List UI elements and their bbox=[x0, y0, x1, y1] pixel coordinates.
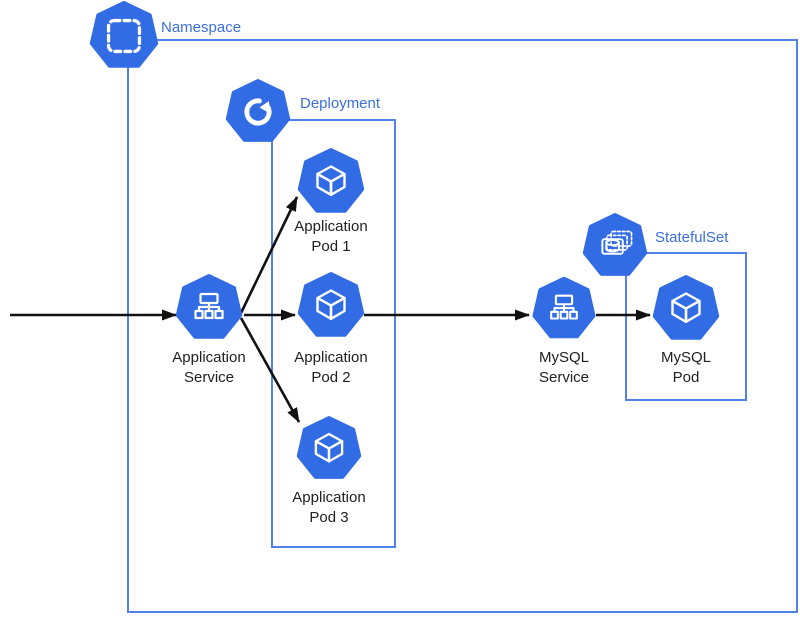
label-line: Pod 1 bbox=[311, 238, 351, 255]
namespace-box bbox=[127, 39, 798, 613]
label-line: Application bbox=[294, 349, 368, 366]
deployment-label: Deployment bbox=[300, 95, 381, 112]
deployment-icon bbox=[225, 79, 291, 142]
label-line: Application bbox=[292, 489, 366, 506]
service-icon bbox=[175, 274, 243, 339]
label-line: Pod bbox=[672, 369, 700, 386]
pod-icon bbox=[652, 275, 720, 340]
label-line: Application bbox=[294, 218, 368, 235]
label-line: Application bbox=[172, 349, 246, 366]
pod-icon bbox=[296, 416, 362, 479]
label-line: Service bbox=[538, 369, 590, 386]
statefulset-icon bbox=[582, 213, 648, 276]
statefulset-box bbox=[625, 252, 747, 401]
app-pod-1-label: Application Pod 1 bbox=[266, 217, 396, 257]
label-line: Pod 3 bbox=[309, 509, 349, 526]
service-icon bbox=[532, 276, 596, 339]
app-pod-3-label: Application Pod 3 bbox=[264, 488, 394, 528]
pod-icon bbox=[297, 148, 365, 213]
deployment-box bbox=[271, 119, 396, 548]
edge-app-service-to-pod-1 bbox=[239, 196, 299, 314]
label-line: Pod 2 bbox=[311, 369, 351, 386]
label-line: MySQL bbox=[660, 349, 711, 366]
mysql-pod-label: MySQL Pod bbox=[621, 348, 751, 388]
namespace-icon bbox=[92, 3, 156, 66]
label-line: Service bbox=[183, 369, 235, 386]
statefulset-label: StatefulSet bbox=[655, 229, 729, 246]
app-service-label: Application Service bbox=[144, 348, 274, 388]
namespace-label: Namespace bbox=[161, 19, 242, 36]
label-line: MySQL bbox=[538, 349, 589, 366]
mysql-service-label: MySQL Service bbox=[499, 348, 629, 388]
pod-icon bbox=[297, 272, 365, 337]
edge-app-service-to-pod-3 bbox=[239, 317, 301, 423]
app-pod-2-label: Application Pod 2 bbox=[266, 348, 396, 388]
